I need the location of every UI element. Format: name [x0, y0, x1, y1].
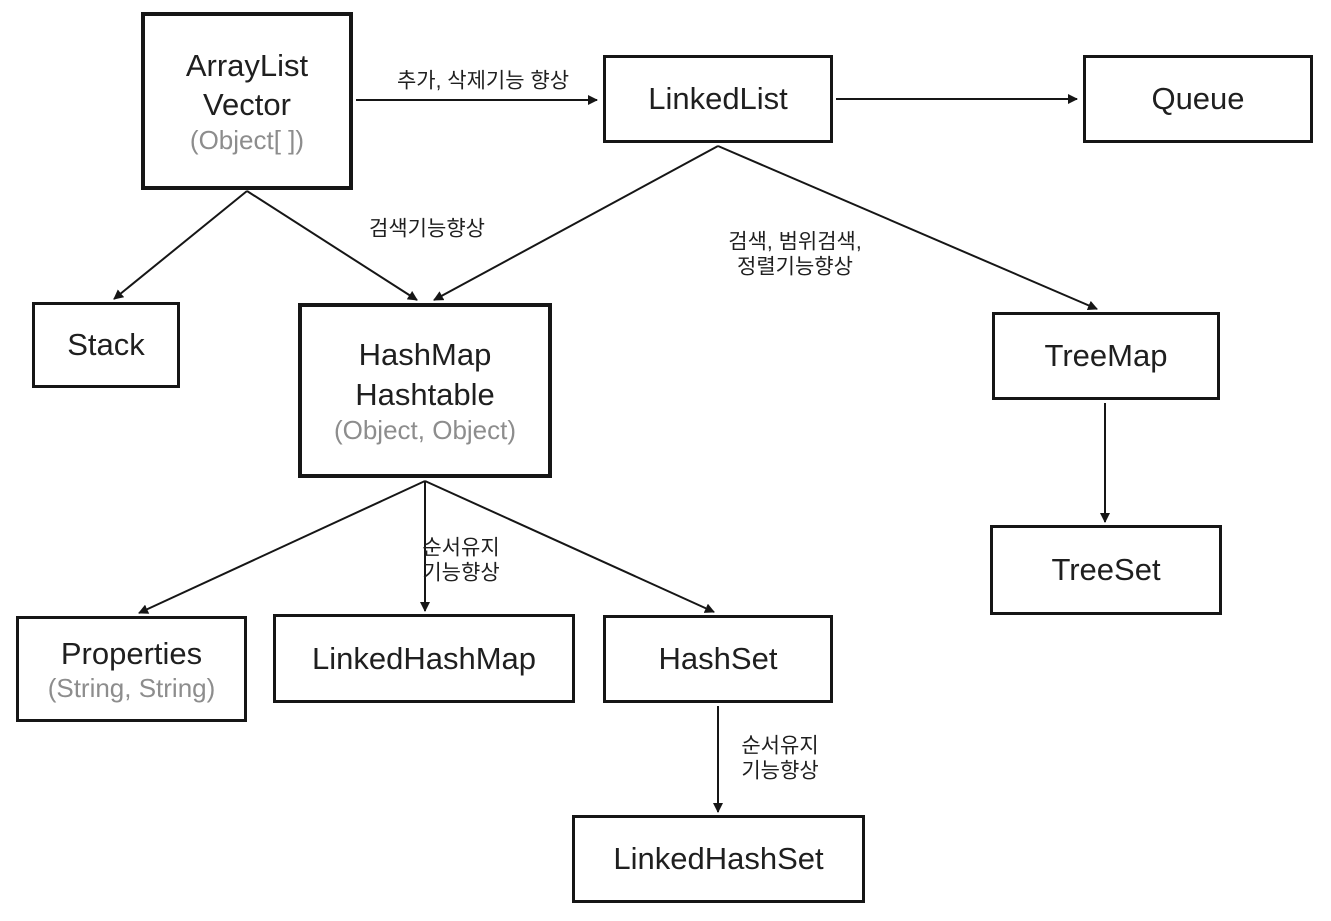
node-queue: Queue [1083, 55, 1313, 143]
node-label: HashSet [658, 641, 778, 677]
node-linkedlist: LinkedList [603, 55, 833, 143]
node-label: LinkedHashSet [613, 841, 824, 877]
node-label: LinkedList [648, 81, 788, 117]
edge-hashmap-to-hashset [424, 480, 715, 613]
node-treeset: TreeSet [990, 525, 1222, 615]
node-treemap: TreeMap [992, 312, 1220, 400]
label-search-improve: 검색기능향상 [369, 218, 485, 243]
edge-label-line: 정렬기능향상 [737, 255, 853, 278]
edge-hashmap-to-properties [138, 480, 426, 614]
edge-label-line: 검색, 범위검색, [728, 230, 862, 254]
edge-label-line: 기능향상 [422, 561, 500, 584]
label-search-range-sort: 검색, 범위검색,정렬기능향상 [728, 230, 861, 279]
node-label: Vector [203, 87, 291, 123]
node-sublabel: (Object, Object) [333, 414, 517, 445]
node-label: Hashtable [355, 376, 495, 412]
node-label: HashMap [358, 337, 492, 373]
edge-label-line: 순서유지 [741, 734, 819, 758]
node-linkedhashset: LinkedHashSet [572, 815, 865, 903]
label-add-delete-improve: 추가, 삭제기능 향상 [397, 70, 569, 95]
edge-label-line: 검색기능향상 [369, 217, 485, 241]
edge-arraylist-to-hashmap [246, 190, 418, 301]
node-label: ArrayList [185, 47, 309, 83]
node-stack: Stack [32, 302, 180, 388]
edge-linkedlist-to-treemap [717, 145, 1098, 311]
edge-arraylist-to-stack [113, 190, 248, 300]
node-linkedhashmap: LinkedHashMap [273, 614, 575, 703]
node-properties: Properties(String, String) [16, 616, 247, 722]
edge-linkedlist-to-hashmap [433, 145, 719, 301]
edge-label-line: 기능향상 [741, 759, 819, 782]
node-sublabel: (Object[ ]) [189, 125, 305, 156]
edge-label-line: 추가, 삭제기능 향상 [396, 69, 570, 93]
node-sublabel: (String, String) [47, 673, 216, 704]
node-hashset: HashSet [603, 615, 833, 703]
node-label: Stack [67, 327, 145, 363]
edge-label-line: 순서유지 [422, 536, 500, 560]
node-label: LinkedHashMap [311, 640, 537, 676]
node-label: TreeSet [1051, 552, 1161, 588]
node-label: Properties [60, 635, 203, 671]
node-label: Queue [1151, 81, 1245, 117]
node-label: TreeMap [1044, 338, 1168, 374]
